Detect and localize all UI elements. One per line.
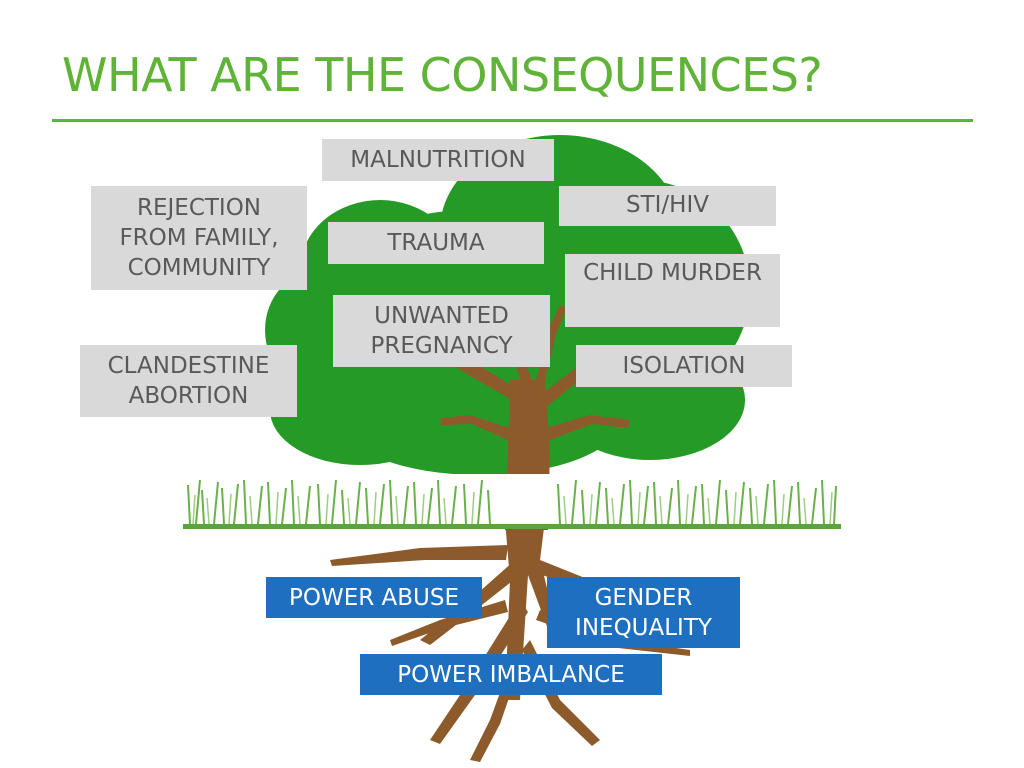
consequence-label: STI/HIV xyxy=(626,192,709,218)
consequence-label-line: COMMUNITY xyxy=(127,255,271,281)
consequence-unwanted-pregnancy: UNWANTED PREGNANCY xyxy=(333,295,550,367)
consequence-clandestine-abortion: CLANDESTINE ABORTION xyxy=(80,345,297,417)
consequence-child-murder: CHILD MURDER xyxy=(565,254,780,327)
cause-label-line: GENDER xyxy=(594,584,693,611)
grass-strip xyxy=(183,474,841,529)
cause-power-imbalance: POWER IMBALANCE xyxy=(360,654,662,695)
title-divider xyxy=(52,119,973,122)
consequence-label: ISOLATION xyxy=(622,353,746,379)
consequence-trauma: TRAUMA xyxy=(328,222,544,264)
consequence-label-line: UNWANTED xyxy=(374,303,509,329)
consequence-label-line: CLANDESTINE xyxy=(107,353,270,379)
consequence-label-line: PREGNANCY xyxy=(370,333,513,359)
consequence-sti-hiv: STI/HIV xyxy=(559,186,776,226)
consequence-label: CHILD MURDER xyxy=(583,260,762,286)
cause-label: POWER ABUSE xyxy=(288,584,460,611)
consequence-label: TRAUMA xyxy=(387,230,485,256)
consequence-label-line: ABORTION xyxy=(128,383,249,409)
cause-power-abuse: POWER ABUSE xyxy=(266,577,482,618)
cause-gender-inequality: GENDER INEQUALITY xyxy=(547,577,740,648)
consequence-label-line: FROM FAMILY, xyxy=(119,225,279,251)
consequence-malnutrition: MALNUTRITION xyxy=(322,139,554,181)
consequence-isolation: ISOLATION xyxy=(576,345,792,387)
consequence-label-line: REJECTION xyxy=(136,195,262,221)
consequence-label: MALNUTRITION xyxy=(350,147,526,173)
consequence-rejection: REJECTION FROM FAMILY, COMMUNITY xyxy=(91,186,307,290)
cause-label: POWER IMBALANCE xyxy=(397,661,625,688)
cause-label-line: INEQUALITY xyxy=(575,614,712,641)
slide-title: WHAT ARE THE CONSEQUENCES? xyxy=(62,48,823,102)
